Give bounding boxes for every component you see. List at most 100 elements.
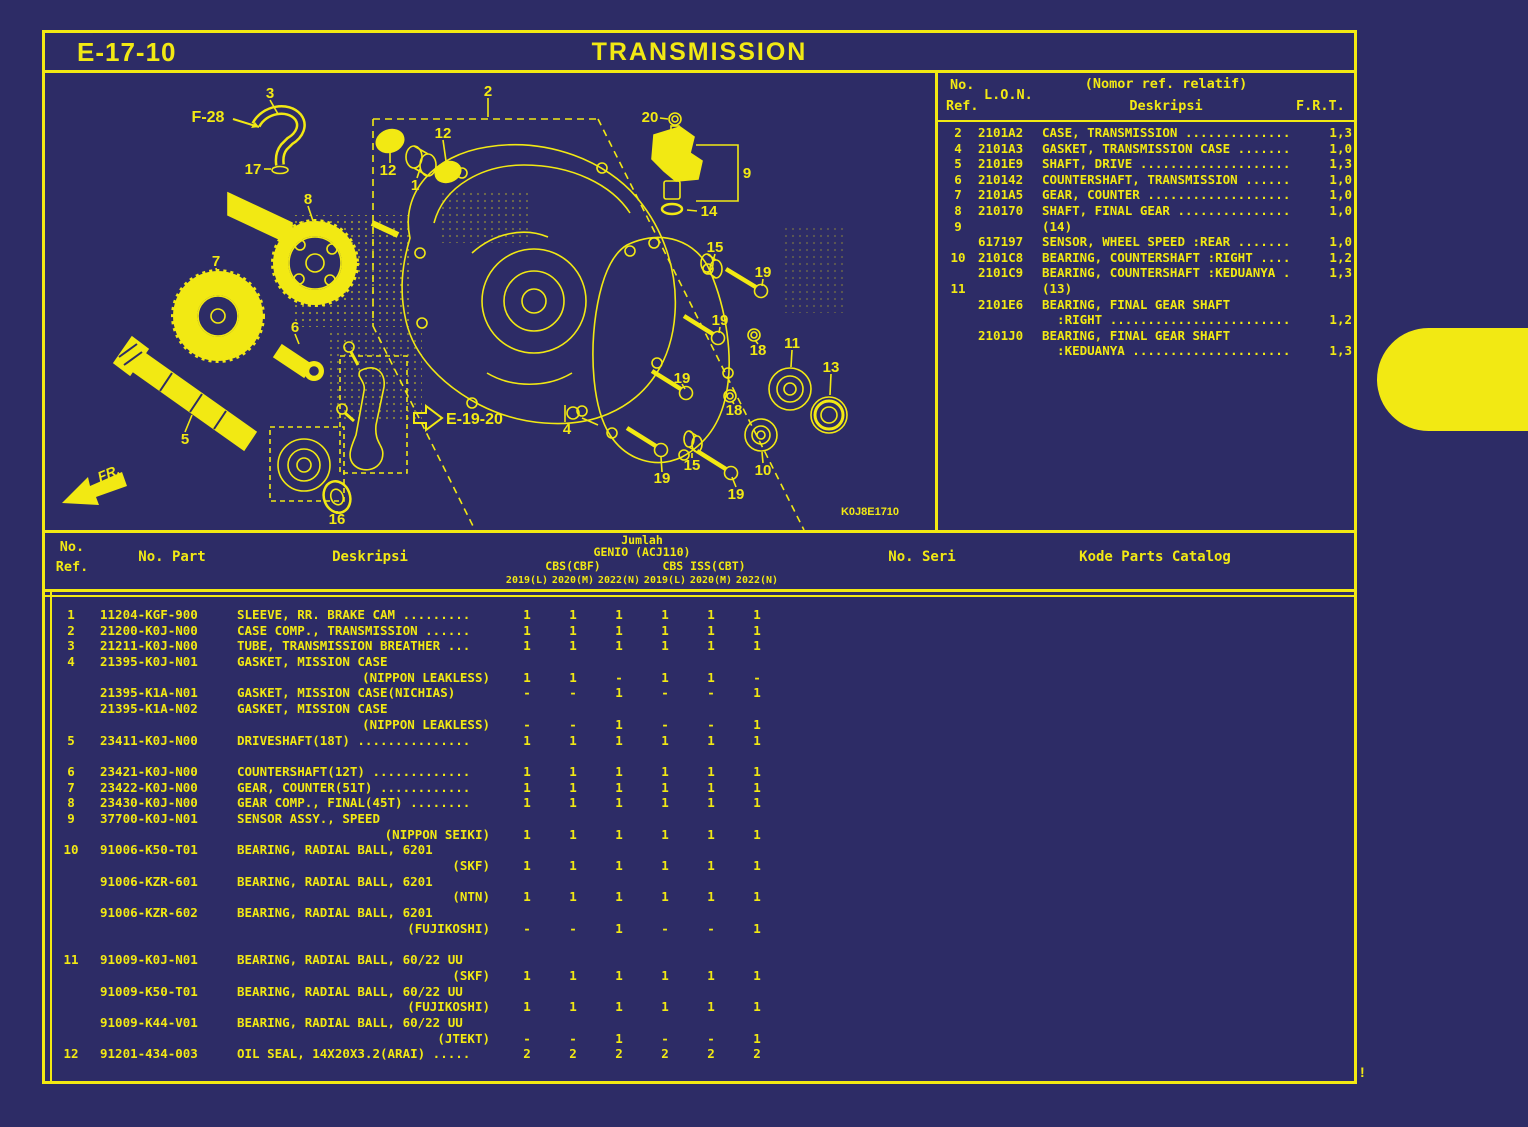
ref-col-frt: F.R.T. xyxy=(1296,98,1345,114)
ref-no: 6 xyxy=(954,171,962,187)
part-description: TUBE, TRANSMISSION BREATHER ... xyxy=(237,638,471,654)
qty-cell xyxy=(504,654,550,670)
part-description: SLEEVE, RR. BRAKE CAM ......... xyxy=(237,607,471,622)
parts-table-row: (JTEKT)--1--1 xyxy=(42,1031,1357,1047)
part-description: BEARING, RADIAL BALL, 6201 xyxy=(237,842,433,858)
frt-value: 1,3 xyxy=(1329,125,1352,140)
ref-description: GASKET, TRANSMISSION CASE ....... xyxy=(1042,140,1291,156)
qty-cell: 1 xyxy=(523,638,531,654)
part-number xyxy=(100,921,237,937)
qty-cell xyxy=(504,952,550,968)
qty-cell: - xyxy=(615,669,623,685)
callout-19: 19 xyxy=(728,486,745,503)
qty-cell: 1 xyxy=(615,685,623,701)
qty-cell xyxy=(504,905,550,921)
qty-cell: 1 xyxy=(569,622,577,638)
part-description: (NTN) xyxy=(452,889,490,905)
qty-cell xyxy=(734,701,780,717)
part-ref-no: 4 xyxy=(67,654,75,670)
qty-cell xyxy=(596,905,642,921)
qty-cell: - xyxy=(523,1030,531,1046)
qty-cell xyxy=(642,811,688,827)
frame-ref-label: F-28 xyxy=(192,109,225,126)
qty-cell: 1 xyxy=(569,858,577,873)
parts-col-part: No. Part xyxy=(138,549,206,565)
qty-cell: - xyxy=(523,685,531,701)
qty-cell: 2 xyxy=(707,1046,715,1062)
qty-cell: 1 xyxy=(753,685,761,701)
part-ref-no: 3 xyxy=(67,638,75,654)
qty-cell: - xyxy=(707,716,715,732)
section-index-tab[interactable] xyxy=(1377,328,1528,431)
frt-value: 1,0 xyxy=(1329,234,1352,250)
part-ref-no: 2 xyxy=(67,622,75,638)
frt-value: 1,2 xyxy=(1329,312,1352,328)
ref-table-row: :RIGHT ........................1,2 xyxy=(938,312,1357,328)
qty-cell xyxy=(688,701,734,717)
qty-cell: 1 xyxy=(615,795,623,811)
part-ref-no xyxy=(42,921,100,937)
qty-cell xyxy=(734,1015,780,1031)
ref-description: (14) xyxy=(1042,218,1073,234)
frt-value: 1,3 xyxy=(1329,265,1352,281)
parts-table-row: 10 91006-K50-T01 BEARING, RADIAL BALL, 620… xyxy=(42,842,1357,858)
qty-cell: 1 xyxy=(615,999,623,1015)
lon-code: 2101J0 xyxy=(978,327,1024,343)
lon-code xyxy=(978,312,1042,328)
ref-description: :KEDUANYA ..................... xyxy=(1042,343,1291,359)
part-ref-no: 1 xyxy=(67,607,75,622)
lon-code: 2101E6 xyxy=(978,296,1024,312)
qty-cell: 1 xyxy=(753,920,761,936)
qty-cell: 1 xyxy=(615,858,623,873)
qty-cell xyxy=(688,874,734,890)
callout-10: 10 xyxy=(755,462,772,479)
qty-cell: 1 xyxy=(523,622,531,638)
year-col: 2022(N) xyxy=(735,575,779,586)
callout-17: 17 xyxy=(245,161,262,178)
qty-cell xyxy=(504,1015,550,1031)
qty-cell: - xyxy=(523,920,531,936)
qty-cell: 1 xyxy=(753,795,761,811)
ref-col-desc-note: (Nomor ref. relatif) xyxy=(1084,76,1248,92)
ref-no xyxy=(938,328,978,344)
part-description: (SKF) xyxy=(452,967,490,983)
qty-cell: 1 xyxy=(523,779,531,795)
parts-table-row: (FUJIKOSHI)--1--1 xyxy=(42,921,1357,937)
qty-cell: 1 xyxy=(615,638,623,654)
part-number: 91006-KZR-602 xyxy=(100,905,198,921)
callout-18: 18 xyxy=(750,342,767,359)
part-number: 91006-K50-T01 xyxy=(100,842,198,858)
qty-cell: 1 xyxy=(753,716,761,732)
qty-cell xyxy=(642,874,688,890)
year-col: 2019(L) xyxy=(505,575,549,586)
qty-cell: 1 xyxy=(753,779,761,795)
frt-value: 1,2 xyxy=(1329,249,1352,265)
qty-cell: 1 xyxy=(615,779,623,795)
qty-cell xyxy=(734,905,780,921)
lon-code: 617197 xyxy=(978,234,1024,250)
qty-cell: 1 xyxy=(707,669,715,685)
qty-cell: - xyxy=(569,716,577,732)
part-ref-no: 10 xyxy=(63,842,79,858)
frt-value: 1,0 xyxy=(1329,187,1352,203)
diagram-linework xyxy=(62,98,848,530)
callout-9: 9 xyxy=(743,165,751,182)
part-description: SENSOR ASSY., SPEED xyxy=(237,810,380,826)
inner-border-line xyxy=(50,592,52,1084)
qty-cell: 1 xyxy=(569,763,577,779)
